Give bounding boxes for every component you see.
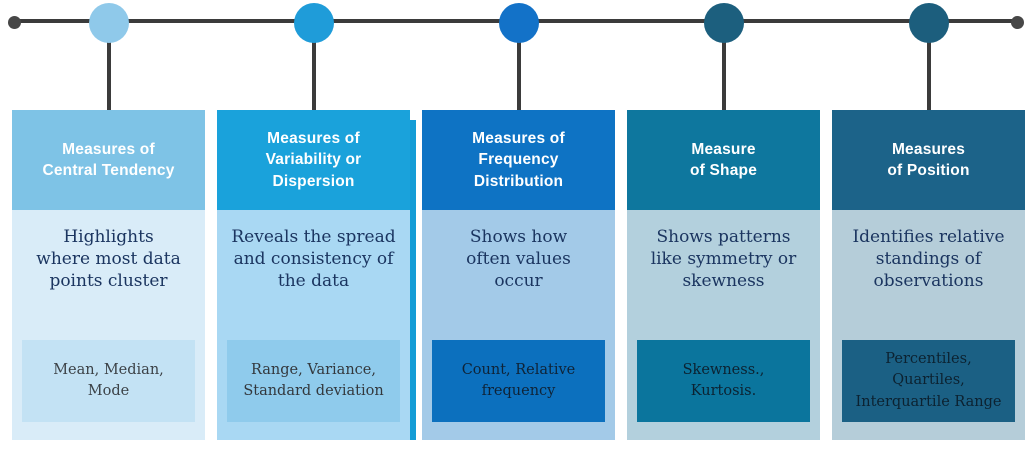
column-title: Measures of Central Tendency xyxy=(12,110,205,210)
column-shape: Measure of Shape Shows patterns like sym… xyxy=(627,3,820,440)
examples-box: Percentiles, Quartiles, Interquartile Ra… xyxy=(842,340,1015,422)
connector-line xyxy=(926,38,931,110)
column-title: Measures of Variability or Dispersion xyxy=(217,110,410,210)
connector-line xyxy=(311,38,316,110)
header-edge-strip xyxy=(410,120,416,440)
column-body: Reveals the spread and consistency of th… xyxy=(217,210,410,440)
column-description: Reveals the spread and consistency of th… xyxy=(231,227,396,292)
column-body: Shows how often values occur Count, Rela… xyxy=(422,210,615,440)
connector-line xyxy=(106,38,111,110)
timeline-node-dot xyxy=(498,3,539,43)
column-description: Highlights where most data points cluste… xyxy=(36,227,181,292)
column-title: Measure of Shape xyxy=(627,110,820,210)
column-body: Highlights where most data points cluste… xyxy=(12,210,205,440)
timeline-end-dot xyxy=(1011,16,1024,29)
timeline-node-dot xyxy=(88,3,129,43)
column-position: Measures of Position Identifies relative… xyxy=(832,3,1025,440)
examples-box: Count, Relative frequency xyxy=(432,340,605,422)
timeline-node-dot xyxy=(908,3,949,43)
column-frequency-distribution: Measures of Frequency Distribution Shows… xyxy=(422,3,615,440)
column-description: Shows patterns like symmetry or skewness xyxy=(650,227,797,292)
connector-line xyxy=(721,38,726,110)
column-body: Identifies relative standings of observa… xyxy=(832,210,1025,440)
column-variability-dispersion: Measures of Variability or Dispersion Re… xyxy=(217,3,416,440)
timeline-node-dot xyxy=(293,3,334,43)
timeline-start-dot xyxy=(8,16,21,29)
connector-line xyxy=(516,38,521,110)
examples-box: Mean, Median, Mode xyxy=(22,340,195,422)
examples-box: Skewness., Kurtosis. xyxy=(637,340,810,422)
examples-box: Range, Variance, Standard deviation xyxy=(227,340,400,422)
column-body: Shows patterns like symmetry or skewness… xyxy=(627,210,820,440)
column-central-tendency: Measures of Central Tendency Highlights … xyxy=(12,3,205,440)
column-title: Measures of Position xyxy=(832,110,1025,210)
column-title: Measures of Frequency Distribution xyxy=(422,110,615,210)
column-description: Shows how often values occur xyxy=(466,227,571,292)
timeline-node-dot xyxy=(703,3,744,43)
column-description: Identifies relative standings of observa… xyxy=(852,227,1005,292)
